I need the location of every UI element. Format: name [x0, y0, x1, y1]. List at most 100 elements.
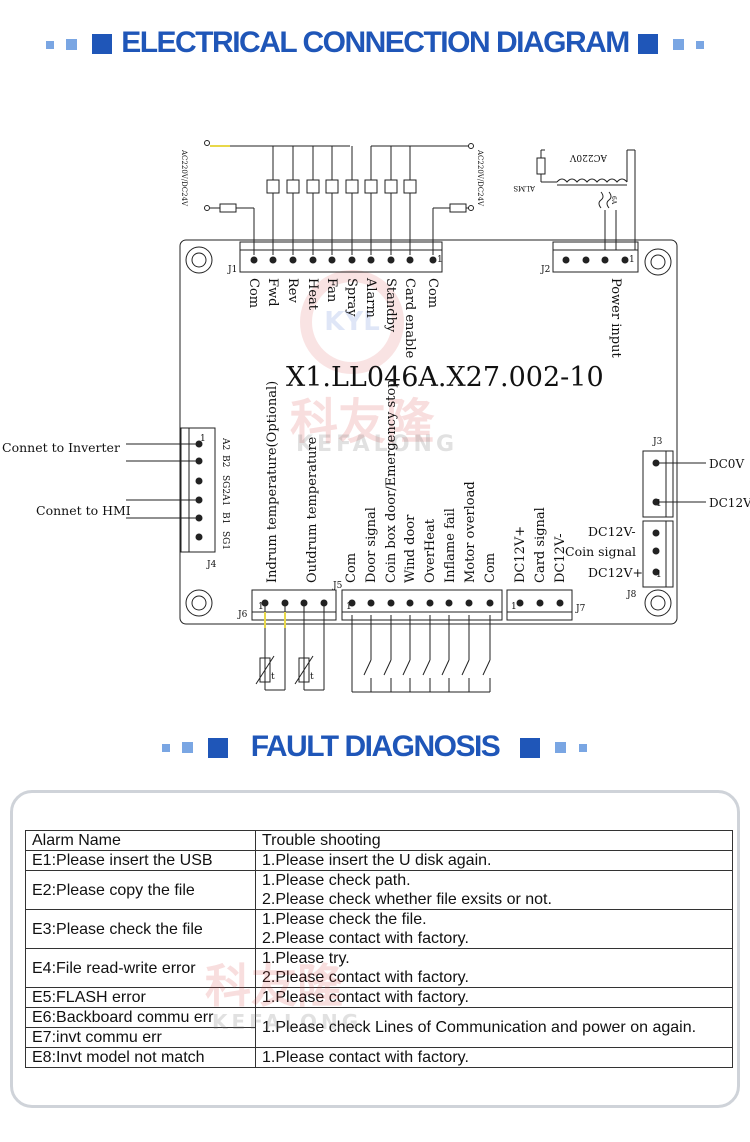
table-row: E4:File read-write error 1.Please try.2.…	[25, 948, 733, 988]
j2-pin	[562, 256, 570, 264]
j4-pin-label: A1	[220, 493, 230, 506]
heading-decor	[673, 39, 684, 50]
j3-dc0v-label: DC0V	[709, 457, 744, 471]
pin-one-marker: 1	[258, 602, 264, 612]
pin-one-marker: 1	[346, 602, 352, 612]
header-trouble-shooting: Trouble shooting	[255, 830, 733, 851]
j1-pin	[289, 256, 297, 264]
thermistor-mark: t	[310, 672, 314, 682]
j4-pin-label: B2	[220, 455, 230, 467]
j4-pin-label: SG2	[220, 475, 230, 494]
j6-label: J6	[237, 610, 248, 620]
j1-pin-label: Fwd	[265, 278, 280, 306]
j1-pin	[429, 256, 437, 264]
mount-hole-bl	[185, 589, 213, 617]
j7-pin	[516, 599, 524, 607]
alarm-name: E4:File read-write error	[25, 948, 256, 988]
table-row: E8:Invt model not match 1.Please contact…	[25, 1047, 733, 1068]
connector-j7	[506, 589, 573, 621]
watermark-cn: 科友隆	[290, 394, 435, 450]
trouble-shooting: 1.Please check path.2.Please check wheth…	[255, 870, 733, 910]
fault-heading: FAULT DIAGNOSIS	[250, 730, 501, 763]
relay-coil	[286, 179, 300, 194]
pin-one-marker: 1	[656, 499, 662, 509]
pin-one-marker: 1	[437, 255, 443, 265]
watermark-cn: 科友隆	[205, 959, 343, 1013]
table-header-row: Alarm Name Trouble shooting	[25, 830, 733, 851]
j1-pin	[367, 256, 375, 264]
relay-coil	[266, 179, 280, 194]
table-row: E3:Please check the file 1.Please check …	[25, 909, 733, 949]
j5-pin	[486, 599, 494, 607]
connector-j6	[251, 589, 337, 621]
j5-pin-label: Motor overload	[463, 481, 478, 583]
j4-pin	[195, 514, 203, 522]
connector-j1	[239, 241, 443, 273]
pin-one-marker: 1	[629, 255, 635, 265]
j3-pin	[652, 459, 660, 467]
heading-decor	[579, 744, 587, 752]
j4-pin-label: B1	[220, 512, 230, 524]
alarm-name: E1:Please insert the USB	[25, 850, 256, 871]
j7-pin-label: DC12V-	[553, 534, 568, 584]
supply-terminal-top	[204, 140, 210, 146]
relay-coil	[325, 179, 339, 194]
j6-pin	[281, 599, 289, 607]
pin-one-marker: 1	[511, 602, 517, 612]
j1-pin	[269, 256, 277, 264]
j5-pin	[367, 599, 375, 607]
alarm-name: E3:Please check the file	[25, 909, 256, 949]
j1-pin-label: Heat	[305, 278, 320, 311]
j4-pin	[195, 533, 203, 541]
j5-pin-label: Coin box door/Emergency stop	[384, 379, 399, 583]
j2-label: J2	[540, 265, 550, 275]
mount-hole-tl	[185, 246, 213, 274]
j8-label: J8	[626, 590, 637, 600]
j6-pin	[261, 599, 269, 607]
j6-pin	[300, 599, 308, 607]
heading-decor	[520, 738, 540, 758]
connect-inverter-label: Connet to Inverter	[2, 440, 120, 455]
pin-one-marker: 1	[200, 434, 206, 444]
transformer-tag: ALMS	[513, 184, 536, 192]
j1-pin	[387, 256, 395, 264]
j8-coin-signal-label: Coin signal	[565, 544, 636, 559]
pin-one-marker: 1	[656, 570, 662, 580]
j5-pin-label: Com	[344, 553, 359, 583]
heading-decor	[66, 39, 77, 50]
table-row: E6:Backboard commu err 1.Please check Li…	[25, 1007, 733, 1048]
j7-label: J7	[575, 604, 586, 614]
j4-label: J4	[206, 560, 217, 570]
watermark-en: KEFALONG	[212, 1010, 363, 1034]
connector-j8	[642, 520, 674, 588]
trouble-shooting: 1.Please contact with factory.	[255, 987, 733, 1008]
transformer-label: AC220V	[569, 152, 608, 162]
watermark-en: KEFALONG	[296, 432, 459, 457]
j5-pin	[406, 599, 414, 607]
fuse	[219, 203, 237, 213]
j8-pin	[652, 529, 660, 537]
j5-pin-label: Wind door	[403, 514, 418, 583]
relay-coil	[403, 179, 417, 194]
j6-pin-label: Indrum temperature(Optional)	[265, 381, 280, 583]
j8-dc12v-minus-label: DC12V-	[588, 524, 636, 539]
fault-table: Alarm Name Trouble shooting E1:Please in…	[25, 830, 733, 1068]
transformer-fuse	[536, 157, 546, 175]
alarm-name: E2:Please copy the file	[25, 870, 256, 910]
j4-pin	[195, 496, 203, 504]
connect-hmi-label: Connet to HMI	[36, 503, 131, 518]
outdrum-thermistor	[298, 657, 310, 683]
j1-pin-label: Standby	[383, 278, 398, 333]
j6-pin-label: Outdrum temperature	[305, 436, 320, 583]
supply-right-label: AC220V/DC24V	[476, 149, 484, 207]
j6-pin	[320, 599, 328, 607]
j1-label: J1	[227, 265, 237, 275]
switch	[422, 659, 431, 676]
header-alarm-name: Alarm Name	[25, 830, 256, 851]
j8-pin	[652, 547, 660, 555]
j1-pin	[309, 256, 317, 264]
j1-pin-label: Com	[425, 278, 440, 308]
heading-decor	[162, 744, 170, 752]
j2-pin	[582, 256, 590, 264]
table-row: E2:Please copy the file 1.Please check p…	[25, 870, 733, 910]
